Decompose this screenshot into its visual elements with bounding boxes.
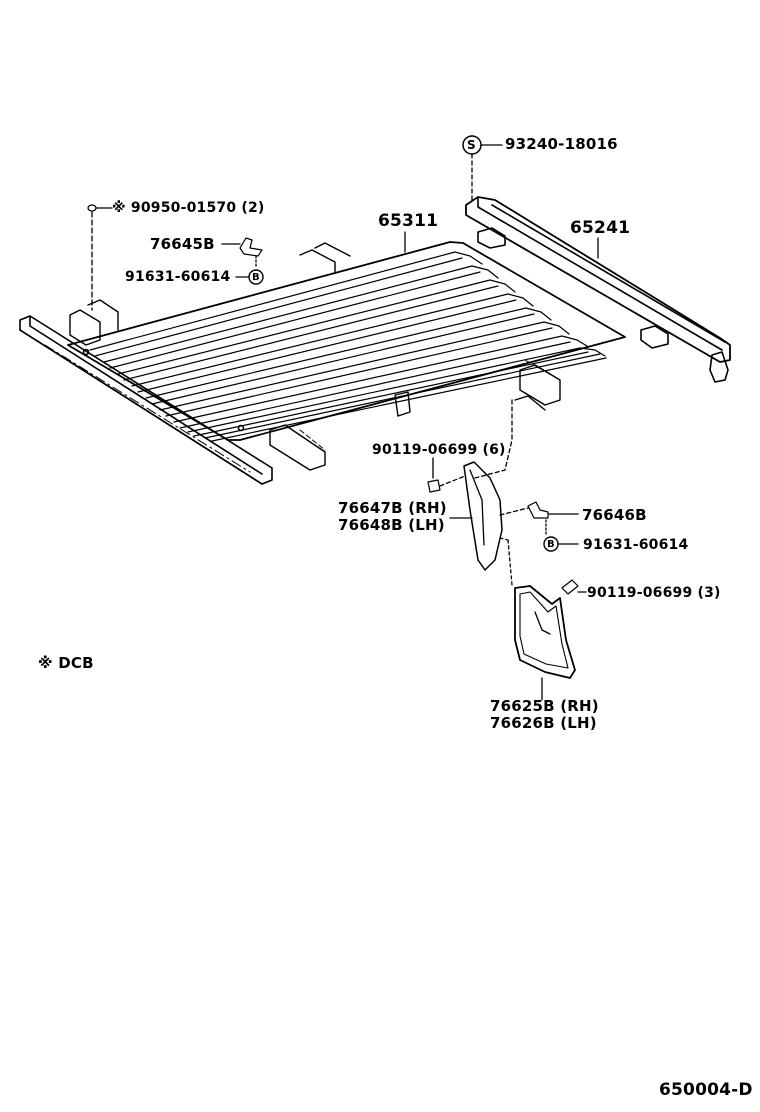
part-label-76647B-rh: 76647B (RH) — [338, 499, 447, 517]
leader-lines — [87, 135, 599, 701]
part-label-65241: 65241 — [570, 218, 631, 238]
part-label-76645B: 76645B — [150, 235, 215, 253]
part-label-76648B-lh: 76648B (LH) — [338, 516, 445, 534]
part-label-76626B-lh: 76626B (LH) — [490, 714, 597, 732]
floor-cross-members — [69, 242, 561, 471]
part-label-91631-60614-lower: 91631-60614 — [583, 537, 689, 553]
s-symbol-icon: S — [467, 138, 476, 152]
b-symbol-icon-upper: B — [252, 272, 260, 283]
figure-id: 650004-D — [659, 1080, 753, 1100]
front-sill-rail — [19, 315, 273, 485]
bed-floor-panel — [67, 241, 626, 442]
part-label-65311: 65311 — [378, 211, 439, 231]
part-label-90119-06699-3: 90119-06699 (3) — [587, 585, 721, 601]
part-label-76646B: 76646B — [582, 506, 647, 524]
rear-sill-65241 — [465, 196, 731, 383]
part-label-76625B-rh: 76625B (RH) — [490, 697, 599, 715]
part-label-76625B-76626B: 76625B (RH) 76626B (LH) — [490, 698, 599, 732]
part-label-76647B-76648B: 76647B (RH) 76648B (LH) — [338, 500, 447, 534]
part-label-90950-01570: ※ 90950-01570 (2) — [112, 200, 265, 216]
part-label-93240-18016: 93240-18016 — [505, 135, 618, 153]
note-dcb: ※ DCB — [38, 654, 94, 672]
b-symbol-icon-lower: B — [547, 539, 555, 550]
part-label-91631-60614-upper: 91631-60614 — [125, 269, 231, 285]
part-label-90119-06699-6: 90119-06699 (6) — [372, 442, 506, 458]
